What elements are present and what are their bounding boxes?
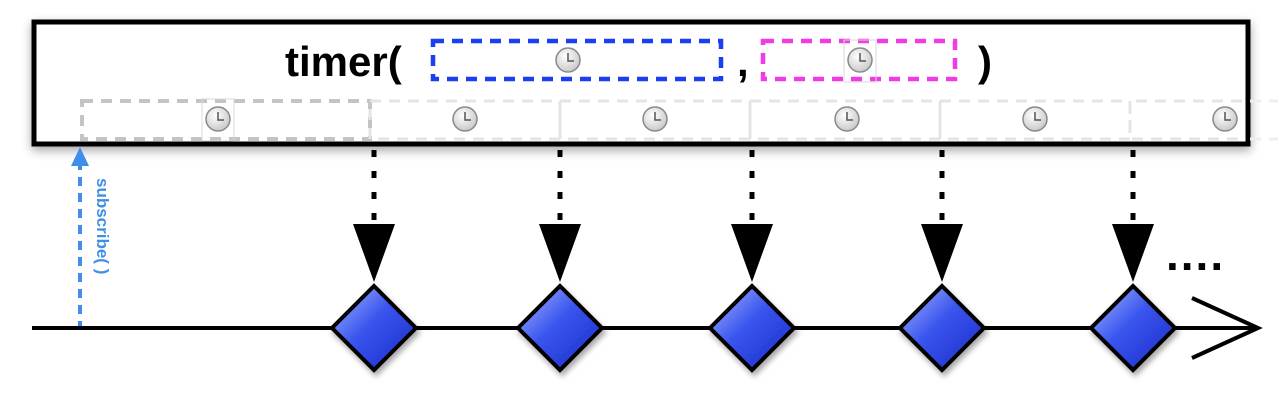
clock-icon	[834, 106, 860, 132]
clock-icon	[555, 47, 581, 73]
timeline-arrow-head	[1191, 296, 1263, 360]
down-triangle-arrow-icon	[539, 224, 581, 282]
subscribe-arrow-head	[71, 147, 89, 166]
continuation-ellipsis: ....	[1166, 228, 1225, 280]
down-triangle-arrow-icon	[731, 224, 773, 282]
initial-delay-box	[430, 38, 724, 82]
clock-icon	[642, 106, 668, 132]
operator-comma: ,	[737, 38, 749, 85]
clock-icon	[843, 39, 877, 83]
emission-diamond-icon	[329, 283, 419, 373]
subscribe-label: subscribe( )	[93, 178, 112, 274]
interval-fade-continuation	[1250, 99, 1278, 141]
period-box	[760, 38, 958, 82]
emission-diamond-icon	[1088, 283, 1178, 373]
emission-diamond-icon	[707, 283, 797, 373]
interval-row	[80, 99, 1242, 141]
clock-icon	[1212, 106, 1238, 132]
period-interval-box	[938, 99, 1132, 141]
clock-icons	[201, 39, 1238, 142]
down-triangle-arrow-icon	[1112, 224, 1154, 282]
clock-icon	[1022, 106, 1048, 132]
down-triangle-arrow-icon	[353, 224, 395, 282]
operator-close-paren: )	[978, 38, 992, 85]
emissions	[329, 150, 1178, 373]
emission-diamond-icon	[897, 283, 987, 373]
down-triangle-arrow-icon	[921, 224, 963, 282]
operator-name: timer(	[285, 38, 402, 85]
emission-diamond-icon	[515, 283, 605, 373]
clock-icon	[201, 98, 235, 142]
clock-icon	[452, 106, 478, 132]
